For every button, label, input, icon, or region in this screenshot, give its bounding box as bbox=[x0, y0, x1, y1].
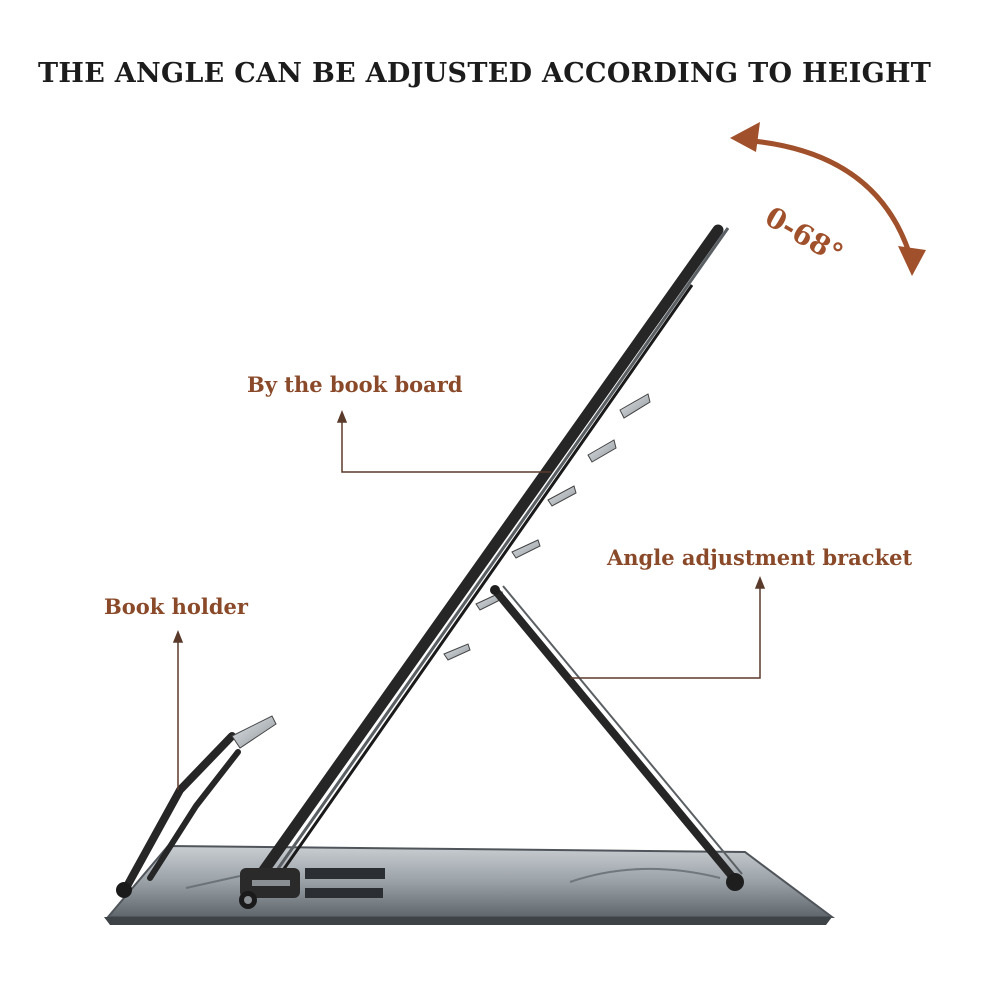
headline: THE ANGLE CAN BE ADJUSTED ACCORDING TO H… bbox=[38, 58, 932, 89]
angle-bracket bbox=[490, 585, 744, 891]
book-board bbox=[244, 224, 730, 896]
callout-book-board: By the book board bbox=[247, 372, 463, 397]
callout-angle-bracket: Angle adjustment bracket bbox=[607, 545, 913, 570]
base-plate bbox=[104, 844, 836, 925]
leader-lines bbox=[172, 409, 766, 790]
callout-book-holder: Book holder bbox=[104, 594, 248, 619]
hinge bbox=[239, 868, 300, 909]
book-holder bbox=[116, 715, 277, 898]
angle-range-arrow bbox=[730, 122, 926, 276]
